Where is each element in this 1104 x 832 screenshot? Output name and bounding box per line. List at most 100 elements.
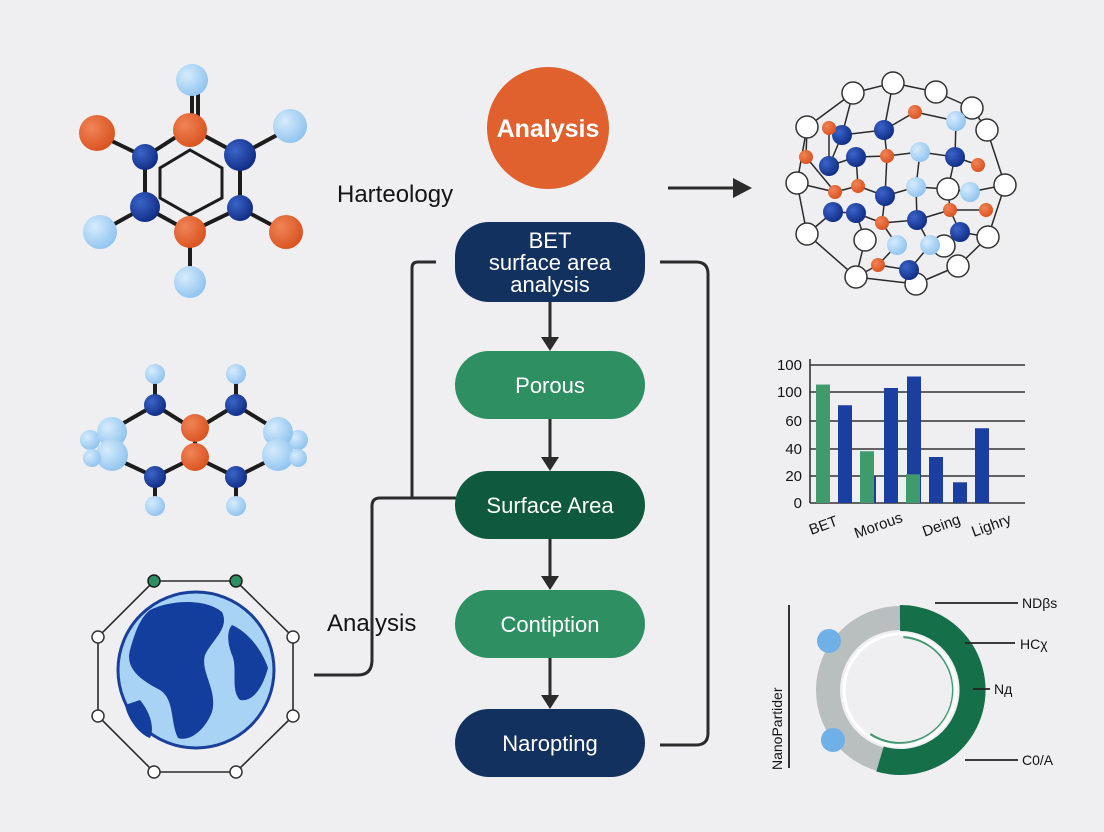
- flow-step-0-label: analysis: [510, 272, 589, 297]
- flow-step-4-label: Naropting: [502, 731, 597, 756]
- flow-step-3-label: Contiption: [500, 612, 599, 637]
- atom: [176, 64, 208, 96]
- globe-icon: [91, 574, 300, 779]
- network-node: [946, 254, 970, 278]
- flow-connector-left: [314, 260, 436, 677]
- donut-chart: NanoPartider NDβs HCχ Nд C0/A: [769, 595, 1057, 775]
- flow-arrow-head: [541, 457, 559, 471]
- atom: [227, 195, 253, 221]
- flow-step-0-label: surface area: [489, 250, 612, 275]
- network-node: [785, 171, 809, 195]
- network-node: [971, 158, 985, 172]
- network-node: [950, 222, 970, 242]
- network-node: [899, 260, 919, 280]
- network-node: [975, 118, 999, 142]
- donut-dot: [817, 629, 841, 653]
- network-node: [828, 185, 842, 199]
- network-node: [979, 203, 993, 217]
- atom: [181, 414, 209, 442]
- network-node: [823, 202, 843, 222]
- atom: [83, 215, 117, 249]
- network-node: [881, 71, 905, 95]
- network-node: [841, 81, 865, 105]
- network-node: [846, 203, 866, 223]
- network-node: [846, 147, 866, 167]
- network-node: [822, 121, 836, 135]
- atom: [225, 466, 247, 488]
- atom: [132, 144, 158, 170]
- atom: [263, 417, 293, 447]
- y-tick-label: 100: [777, 357, 802, 374]
- atom: [96, 439, 128, 471]
- network-node: [907, 210, 927, 230]
- donut-axis-label: NanoPartider: [769, 687, 785, 770]
- left-title: Harteology: [337, 181, 453, 208]
- atom: [97, 417, 127, 447]
- bar: [929, 457, 943, 503]
- bar: [953, 482, 967, 503]
- analysis-circle: Analysis: [487, 67, 609, 189]
- network-node: [851, 179, 865, 193]
- arrow-right-icon: [668, 178, 752, 198]
- network-node: [871, 258, 885, 272]
- bar: [906, 474, 920, 503]
- network-node: [887, 235, 907, 255]
- bar: [975, 428, 989, 503]
- bar: [884, 388, 898, 503]
- network-node: [943, 203, 957, 217]
- atom: [144, 466, 166, 488]
- network-node: [875, 186, 895, 206]
- bar: [838, 405, 852, 503]
- atom: [173, 113, 207, 147]
- atom: [83, 449, 101, 467]
- flow-arrow-head: [541, 695, 559, 709]
- flow-arrow-head: [541, 576, 559, 590]
- network-node: [874, 120, 894, 140]
- donut-label-0: NDβs: [1022, 595, 1057, 611]
- network-node: [795, 222, 819, 246]
- donut-label-2: Nд: [994, 681, 1012, 697]
- network-node: [910, 142, 930, 162]
- atom: [181, 443, 209, 471]
- x-tick-label: Morous: [852, 509, 905, 542]
- flow-arrow-head: [541, 337, 559, 351]
- y-tick-label: 0: [794, 495, 802, 512]
- atom: [174, 216, 206, 248]
- y-tick-label: 100: [777, 384, 802, 401]
- atom: [174, 266, 206, 298]
- donut-dot: [821, 728, 845, 752]
- flow-step-2: [455, 471, 645, 539]
- flow-step-3: [455, 590, 645, 658]
- bar: [816, 384, 830, 503]
- atom: [225, 394, 247, 416]
- flow-step-1: [455, 351, 645, 419]
- network-node: [945, 147, 965, 167]
- molecule-bicyclic-middle: [80, 364, 308, 516]
- network-node: [920, 235, 940, 255]
- atom: [224, 139, 256, 171]
- flow-step-1-label: Porous: [515, 373, 585, 398]
- molecule-hexagon-top: [79, 64, 307, 298]
- atom: [79, 115, 115, 151]
- y-tick-label: 40: [785, 441, 802, 458]
- network-node: [795, 115, 819, 139]
- network-node: [844, 265, 868, 289]
- x-tick-label: BET: [807, 513, 840, 539]
- flow-connector-right: [660, 260, 710, 747]
- network-node: [853, 228, 877, 252]
- network-node: [960, 96, 984, 120]
- atom: [80, 430, 100, 450]
- network-node: [960, 182, 980, 202]
- atom: [130, 192, 160, 222]
- atom: [289, 449, 307, 467]
- bar: [860, 451, 874, 503]
- network-node: [880, 149, 894, 163]
- flow-step-0-label: BET: [529, 228, 572, 253]
- atom: [144, 394, 166, 416]
- network-node: [976, 225, 1000, 249]
- flow-step-0: [455, 222, 645, 302]
- network-node: [908, 105, 922, 119]
- network-node: [832, 125, 852, 145]
